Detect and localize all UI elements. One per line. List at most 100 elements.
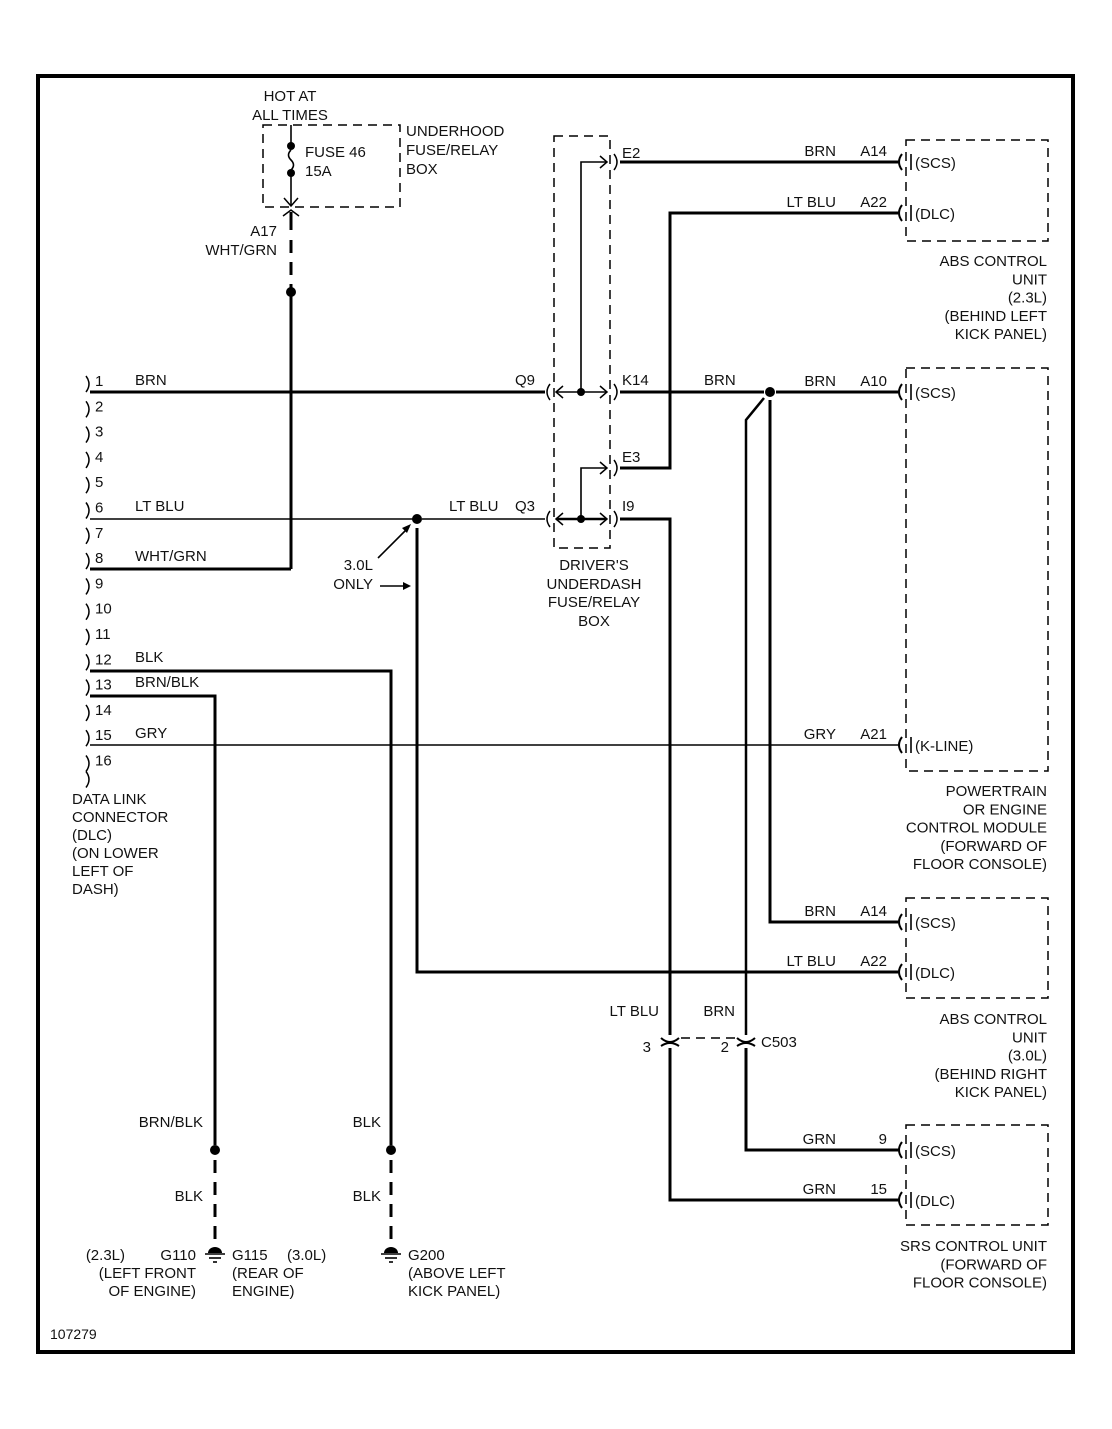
dlc-pin-contact-icon	[85, 375, 90, 393]
wire-lt-blu-abs30	[415, 528, 898, 974]
c503-pin-2: 2	[721, 1039, 729, 1056]
dlc-pin-number: 1	[95, 373, 103, 390]
arrow-right-icon	[599, 155, 609, 169]
g115-loc-2: ENGINE)	[232, 1283, 295, 1300]
wire-wht-grn-label: WHT/GRN	[205, 242, 277, 259]
g110-loc-1: (LEFT FRONT	[99, 1265, 196, 1282]
lt-blu-splice-dot	[412, 514, 422, 524]
arrow-left-icon	[554, 385, 564, 399]
wire-brn-blk-pin13	[90, 694, 217, 1145]
wire-grn-srs-dlc	[668, 1048, 898, 1202]
fuse-terminal-top	[287, 142, 295, 150]
dlc-pin-number: 15	[95, 727, 112, 744]
underdash-fuse-relay-box: Q9 K14 E2 E3 Q3 I9 DRIVER'S UNDERDASH FU…	[515, 135, 649, 630]
dlc-pin-number: 8	[95, 550, 103, 567]
module-pin: 15	[870, 1181, 887, 1198]
arrow-head-icon	[403, 582, 411, 590]
underdash-label-2: UNDERDASH	[546, 576, 641, 593]
dlc-pin-number: 3	[95, 424, 103, 441]
module-signal: (DLC)	[915, 965, 955, 982]
fuse-name: FUSE 46	[305, 144, 366, 161]
connector-e3-icon	[613, 459, 618, 477]
g200-loc-2: KICK PANEL)	[408, 1283, 500, 1300]
dlc-label-5: LEFT OF	[72, 863, 133, 880]
underdash-box-outline	[553, 135, 611, 549]
dlc-pin-number: 6	[95, 500, 103, 517]
module-outline	[905, 897, 1049, 999]
arrow-left-icon	[554, 512, 564, 526]
module-label: FLOOR CONSOLE)	[913, 856, 1047, 873]
connector-i9-icon	[613, 510, 618, 528]
dlc-pin-contact-icon	[85, 476, 90, 494]
g115-label: G115	[232, 1247, 268, 1264]
dlc-pin-contact-icon	[85, 704, 90, 722]
c503-wire-lt-blu: LT BLU	[610, 1003, 659, 1020]
dlc-pin-contact-icon	[85, 771, 90, 788]
arrow-right-icon	[599, 461, 609, 475]
module-wire-color: GRN	[803, 1181, 836, 1198]
ground-icon	[208, 1247, 222, 1253]
wire-blk-pin12	[90, 669, 393, 1145]
pin-e3: E3	[622, 449, 640, 466]
dlc-label-2: CONNECTOR	[72, 809, 169, 826]
note-3-0l: 3.0L	[344, 557, 373, 574]
module-wire-color: GRN	[803, 1131, 836, 1148]
module-outline	[905, 139, 1049, 242]
connector-q9-icon	[546, 383, 551, 401]
module-outline	[905, 367, 1049, 772]
module-pin: A22	[860, 194, 887, 211]
dlc-pin-number: 12	[95, 651, 112, 668]
dlc-pin-contact-icon	[85, 577, 90, 595]
wire-blk-label: BLK	[353, 1188, 381, 1205]
module-pin: A22	[860, 953, 887, 970]
module-label: POWERTRAIN	[946, 783, 1047, 800]
pin-q3: Q3	[515, 498, 535, 515]
dlc-pin-contact-icon	[85, 679, 90, 697]
module-signal: (SCS)	[915, 155, 956, 172]
module-label: (3.0L)	[1008, 1048, 1047, 1065]
splice-dot	[386, 1145, 396, 1155]
diagram-frame	[36, 74, 1075, 1354]
dlc-pin-number: 13	[95, 677, 112, 694]
g115-engine: (3.0L)	[287, 1247, 326, 1264]
c503-wire-brn: BRN	[703, 1003, 735, 1020]
module-label: KICK PANEL)	[955, 326, 1047, 343]
fuse-icon	[287, 149, 295, 171]
g200-label: G200	[408, 1247, 445, 1264]
underdash-label-1: DRIVER'S	[559, 557, 629, 574]
g115-loc-1: (REAR OF	[232, 1265, 304, 1282]
module-wire-color: LT BLU	[787, 194, 836, 211]
module-signal: (SCS)	[915, 915, 956, 932]
module-pin: A14	[860, 143, 887, 160]
arrow-head-icon	[402, 524, 411, 533]
dlc-pin-number: 5	[95, 474, 103, 491]
dlc-wire-13: BRN/BLK	[135, 674, 199, 691]
underhood-box-outline	[262, 124, 401, 208]
module-label: UNIT	[1012, 271, 1047, 288]
dlc-wire-15: GRY	[135, 725, 167, 742]
wire-brn-blk-label: BRN/BLK	[139, 1114, 203, 1131]
connector-contact-icon	[898, 963, 903, 981]
g110-engine: (2.3L)	[86, 1247, 125, 1264]
arrow-right-icon	[599, 512, 609, 526]
module-signal: (SCS)	[915, 385, 956, 402]
module-pin: 9	[879, 1131, 887, 1148]
splice-dot	[210, 1145, 220, 1155]
ground-left: BRN/BLK BLK (2.3L) G110 (LEFT FRONT OF E…	[86, 1114, 326, 1300]
g110-loc-2: OF ENGINE)	[108, 1283, 196, 1300]
module-signal: (DLC)	[915, 1193, 955, 1210]
dlc-pin-contact-icon	[85, 400, 90, 418]
fuse-rating: 15A	[305, 163, 332, 180]
wire-lt-blu-e3-abs23	[620, 211, 898, 470]
dlc-wire-8: WHT/GRN	[135, 548, 207, 565]
connector-contact-icon	[898, 1191, 903, 1209]
brn-splice-dot	[765, 387, 775, 397]
pin-a17: A17	[250, 223, 277, 240]
connector-contact-icon	[898, 913, 903, 931]
